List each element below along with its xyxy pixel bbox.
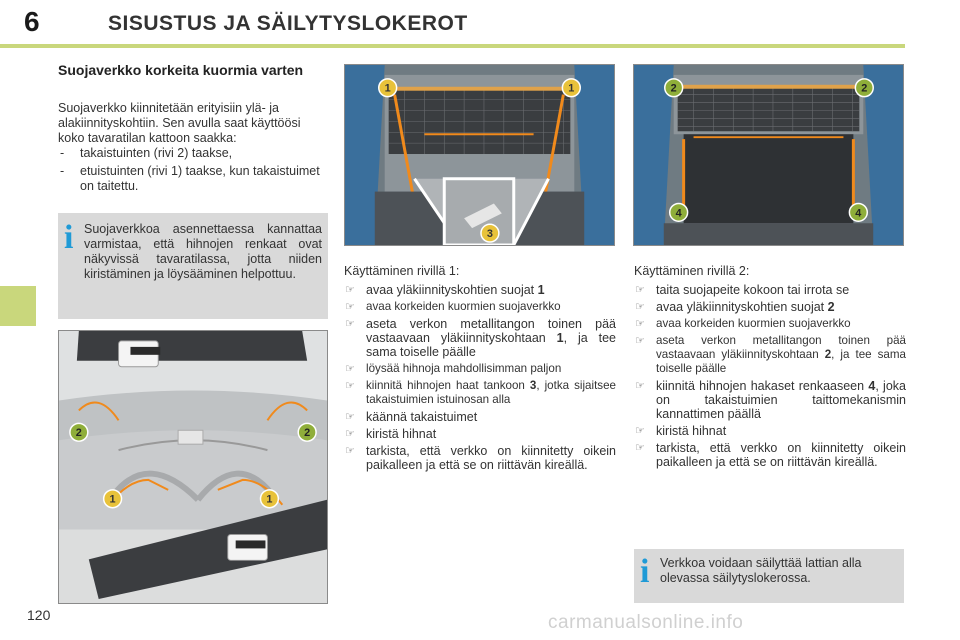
photo-row2-installation: 2 2 4 4 — [633, 64, 904, 246]
callout-1-left: 1 — [110, 494, 116, 506]
chapter-number: 6 — [24, 6, 40, 37]
hand-pointer-icon: ☞ — [345, 380, 355, 392]
hand-pointer-icon: ☞ — [345, 301, 355, 313]
list-item: - takaistuinten (rivi 2) taakse, — [58, 146, 328, 161]
photo-anchor-points: 2 2 1 1 — [58, 330, 328, 604]
row2-steps: ☞ taita suojapeite kokoon tai irrota se ☞… — [634, 283, 906, 469]
step-ref-bold: 3 — [529, 379, 537, 392]
section-intro: Suojaverkko kiinnitetään erityisiin ylä-… — [58, 101, 301, 145]
info-box: i Verkkoa voidaan säilyttää lattian alla… — [634, 549, 904, 603]
hand-pointer-icon: ☞ — [635, 380, 645, 392]
hand-pointer-icon: ☞ — [635, 442, 645, 454]
hand-pointer-icon: ☞ — [635, 284, 645, 296]
row1-steps: ☞ avaa yläkiinnityskohtien suojat 1 ☞ avaa… — [344, 283, 616, 472]
dash-marker: - — [60, 146, 65, 160]
row1-instructions: Käyttäminen rivillä 1: ☞ avaa yläkiinnity… — [344, 264, 616, 475]
step-text: aseta verkon metallitangon toinen pää va… — [656, 334, 906, 361]
info-box: i Suojaverkkoa asennettaessa kannattaa v… — [58, 213, 328, 319]
hand-pointer-icon: ☞ — [635, 301, 645, 313]
header-rule — [0, 44, 905, 48]
callout-4-right: 4 — [855, 207, 861, 219]
step-text: avaa korkeiden kuormien suojaverkko — [656, 317, 851, 330]
step-text: kiinnitä hihnojen hakaset renkaaseen — [656, 379, 869, 393]
watermark: carmanualsonline.info — [548, 612, 744, 633]
callout-2-right: 2 — [304, 427, 310, 439]
info-icon: i — [640, 553, 650, 590]
list-item: ☞ aseta verkon metallitangon toinen pää v… — [634, 334, 906, 376]
list-item: ☞ avaa yläkiinnityskohtien suojat 2 — [634, 300, 906, 314]
hand-pointer-icon: ☞ — [635, 335, 645, 347]
step-text: aseta verkon metallitangon toinen pää va… — [366, 317, 616, 345]
step-text: avaa yläkiinnityskohtien suojat — [656, 300, 828, 314]
callout-4-left: 4 — [676, 207, 682, 219]
list-item-text: etuistuinten (rivi 1) taakse, kun takais… — [80, 164, 320, 193]
step-text: löysää hihnoja mahdollisimman paljon — [366, 362, 562, 375]
chapter-title: SISUSTUS JA SÄILYTYSLOKEROT — [108, 12, 468, 35]
hand-pointer-icon: ☞ — [635, 318, 645, 330]
step-text: kiristä hihnat — [366, 427, 437, 441]
callout-3: 3 — [487, 228, 493, 240]
list-item: ☞ kiinnitä hihnojen hakaset renkaaseen 4,… — [634, 379, 906, 421]
step-ref-bold: 2 — [824, 348, 832, 361]
callout-2-left: 2 — [671, 83, 677, 95]
list-item: ☞ avaa korkeiden kuormien suojaverkko — [634, 317, 906, 331]
hand-pointer-icon: ☞ — [345, 411, 355, 423]
list-item: ☞ avaa korkeiden kuormien suojaverkko — [344, 300, 616, 314]
step-text: tarkista, että verkko on kiinnitetty oik… — [656, 441, 906, 469]
step-text: käännä takaistuimet — [366, 410, 478, 424]
hand-pointer-icon: ☞ — [345, 284, 355, 296]
hand-pointer-icon: ☞ — [635, 425, 645, 437]
info-text: Verkkoa voidaan säilyttää lattian alla o… — [660, 556, 862, 585]
hand-pointer-icon: ☞ — [345, 363, 355, 375]
step-text: avaa korkeiden kuormien suojaverkko — [366, 300, 561, 313]
dash-marker: - — [60, 164, 65, 178]
callout-2-left: 2 — [76, 427, 82, 439]
callout-2-right: 2 — [861, 83, 867, 95]
row2-title: Käyttäminen rivillä 2: — [634, 264, 750, 278]
list-item: ☞ löysää hihnoja mahdollisimman paljon — [344, 362, 616, 376]
step-text: kiristä hihnat — [656, 424, 727, 438]
list-item: ☞ kiristä hihnat — [344, 427, 616, 441]
step-text-after: , ja tee sama toiselle päälle — [366, 331, 616, 359]
step-text: tarkista, että verkko on kiinnitetty oik… — [366, 444, 616, 472]
info-icon: i — [64, 219, 74, 256]
list-item: ☞ tarkista, että verkko on kiinnitetty oi… — [634, 441, 906, 469]
callout-1-right: 1 — [568, 83, 574, 95]
hand-pointer-icon: ☞ — [345, 445, 355, 457]
step-ref-bold: 1 — [537, 283, 545, 297]
photo-row1-installation: 1 1 3 — [344, 64, 615, 246]
callout-1-left: 1 — [385, 83, 391, 95]
info-text: Suojaverkkoa asennettaessa kannattaa var… — [84, 222, 322, 281]
step-text-after: , jotka sijaitsee takaistuimien istuinos… — [366, 379, 616, 406]
row2-instructions: Käyttäminen rivillä 2: ☞ taita suojapeite… — [634, 264, 906, 472]
step-text: kiinnitä hihnojen haat tankoon — [366, 379, 530, 392]
callout-1-right: 1 — [266, 494, 272, 506]
step-ref-bold: 1 — [556, 331, 564, 345]
page-number: 120 — [27, 607, 51, 623]
list-item: ☞ tarkista, että verkko on kiinnitetty oi… — [344, 444, 616, 472]
list-item: ☞ taita suojapeite kokoon tai irrota se — [634, 283, 906, 297]
step-text: taita suojapeite kokoon tai irrota se — [656, 283, 850, 297]
step-ref-bold: 2 — [827, 300, 835, 314]
list-item: ☞ kiinnitä hihnojen haat tankoon 3, jotka… — [344, 379, 616, 407]
step-text-after: , joka on takaistuimien taittomekanismin… — [656, 379, 906, 421]
list-item-text: takaistuinten (rivi 2) taakse, — [80, 146, 233, 160]
step-ref-bold: 4 — [868, 379, 876, 393]
mounting-positions-list: - takaistuinten (rivi 2) taakse, - etuistu… — [58, 146, 328, 197]
list-item: - etuistuinten (rivi 1) taakse, kun takai… — [58, 164, 328, 194]
step-text: avaa yläkiinnityskohtien suojat — [366, 283, 538, 297]
list-item: ☞ kiristä hihnat — [634, 424, 906, 438]
list-item: ☞ aseta verkon metallitangon toinen pää v… — [344, 317, 616, 359]
list-item: ☞ käännä takaistuimet — [344, 410, 616, 424]
chapter-tab-marker — [0, 286, 36, 326]
hand-pointer-icon: ☞ — [345, 318, 355, 330]
section-title: Suojaverkko korkeita kuormia varten — [58, 62, 304, 78]
hand-pointer-icon: ☞ — [345, 428, 355, 440]
row1-title: Käyttäminen rivillä 1: — [344, 264, 460, 278]
list-item: ☞ avaa yläkiinnityskohtien suojat 1 — [344, 283, 616, 297]
step-text-after: , ja tee sama toiselle päälle — [656, 348, 906, 375]
